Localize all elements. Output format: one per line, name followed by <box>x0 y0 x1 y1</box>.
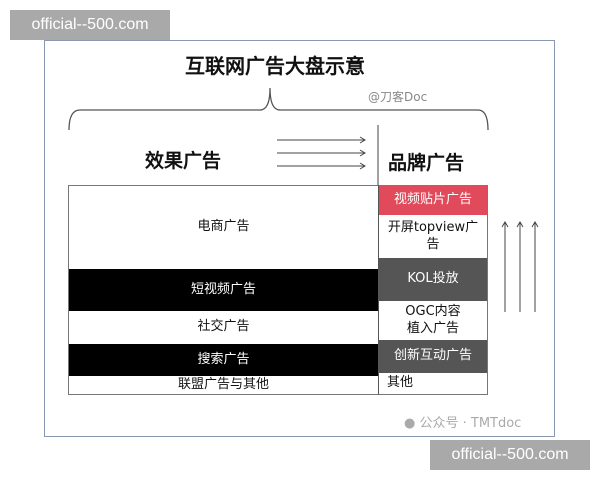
wechat-icon: ● <box>404 416 416 431</box>
interactive-ads: 创新互动广告 <box>378 340 488 373</box>
topview-ads: 开屏topview广告 <box>378 215 488 258</box>
credit-label: @刀客Doc <box>368 90 428 104</box>
watermark-top: official--500.com <box>10 10 170 40</box>
performance-ads-header: 效果广告 <box>145 150 222 172</box>
ogc-placement-ads: OGC内容 植入广告 <box>378 301 488 340</box>
brand-ads-header: 品牌广告 <box>388 152 465 174</box>
up-arrows <box>501 221 539 312</box>
social-ads: 社交广告 <box>68 311 378 344</box>
short-video-ads: 短视频广告 <box>68 269 378 311</box>
diagram-title: 互联网广告大盘示意 <box>185 54 365 78</box>
ecommerce-ads: 电商广告 <box>68 185 378 269</box>
search-ads: 搜索广告 <box>68 344 378 376</box>
right-arrows <box>277 136 366 170</box>
watermark-bottom: official--500.com <box>430 440 590 470</box>
wechat-source: ● 公众号 · TMTdoc <box>404 412 521 431</box>
source-label: 公众号 · TMTdoc <box>419 416 522 431</box>
brand-other: 其他 <box>378 373 488 395</box>
kol-ads: KOL投放 <box>378 258 488 301</box>
brace <box>68 87 489 131</box>
affiliate-ads: 联盟广告与其他 <box>68 376 378 395</box>
video-preroll-ads: 视频贴片广告 <box>378 185 488 215</box>
